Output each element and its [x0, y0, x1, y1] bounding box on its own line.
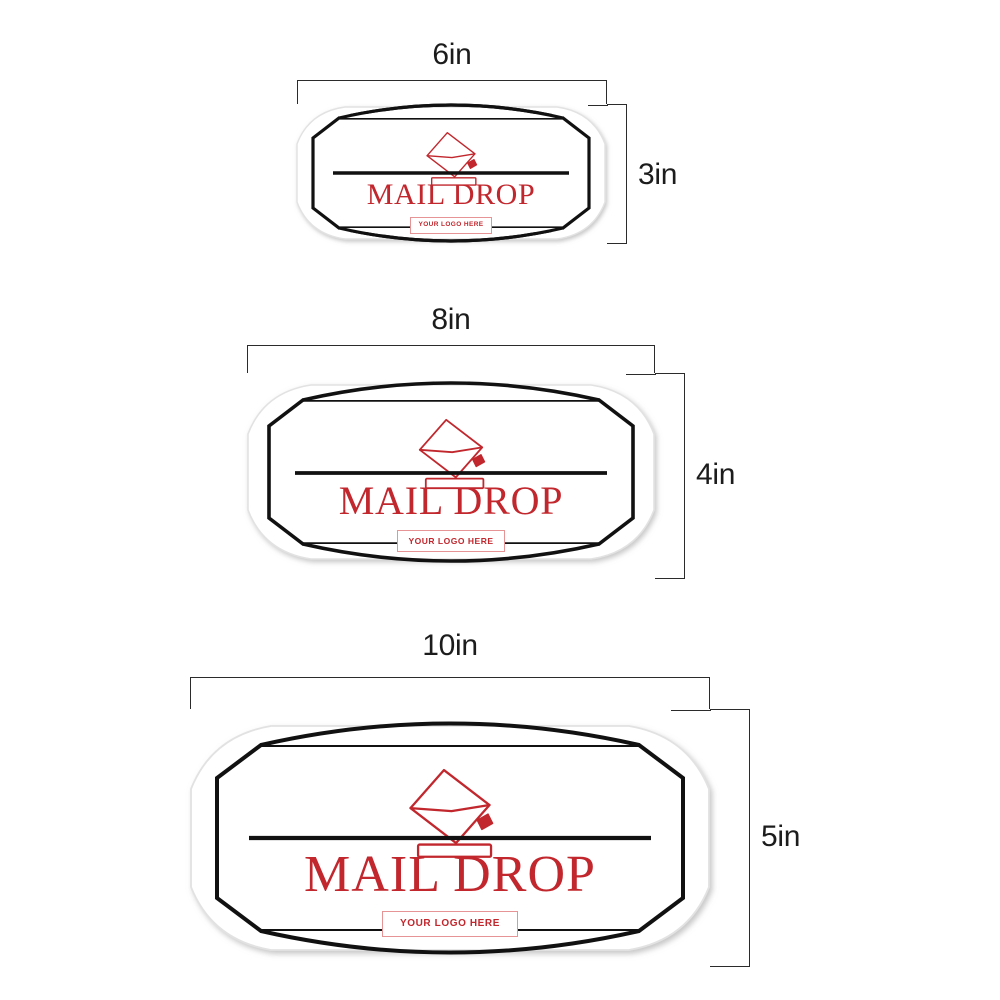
sign-title-medium: MAIL DROP [338, 478, 564, 523]
logo-placeholder-text-small: YOUR LOGO HERE [418, 221, 484, 229]
width-label-small: 6in [432, 38, 472, 71]
width-label-large: 10in [422, 629, 478, 662]
size-group-small: 6in 3in [0, 0, 1000, 300]
sign-title-small: MAIL DROP [366, 178, 536, 211]
plaque-inner-arc-top-medium [302, 381, 600, 402]
logo-placeholder-box-large: YOUR LOGO HERE [382, 911, 518, 937]
logo-placeholder-text-medium: YOUR LOGO HERE [408, 535, 494, 546]
envelope-mail-slot-icon-small [426, 131, 478, 186]
height-label-large: 5in [761, 820, 801, 853]
sign-plaque-medium[interactable]: MAIL DROP YOUR LOGO HERE [243, 368, 659, 576]
plaque-inner-arc-top-large [260, 721, 640, 747]
height-bracket-small [607, 104, 627, 244]
height-bracket-medium [655, 373, 685, 579]
plaque-inner-arc-bottom-large [260, 929, 640, 955]
logo-placeholder-box-medium: YOUR LOGO HERE [397, 530, 505, 552]
logo-placeholder-text-large: YOUR LOGO HERE [399, 918, 501, 929]
plaque-inner-arc-bottom-medium [302, 542, 600, 563]
sign-plaque-large[interactable]: MAIL DROP YOUR LOGO HERE [185, 706, 715, 970]
size-group-medium: 8in 4in MAI [243, 303, 736, 579]
height-label-medium: 4in [696, 458, 736, 491]
width-bracket-medium [247, 345, 656, 375]
width-bracket-small [297, 80, 608, 106]
envelope-mail-slot-icon-large [409, 768, 494, 858]
width-bracket-large [190, 677, 711, 711]
width-label-medium: 8in [431, 303, 471, 336]
height-bracket-large [710, 709, 750, 967]
height-label-small: 3in [638, 158, 678, 191]
envelope-mail-slot-icon-medium [418, 418, 486, 490]
logo-placeholder-box-small: YOUR LOGO HERE [410, 217, 492, 234]
sign-title-large: MAIL DROP [303, 846, 596, 903]
sign-plaque-small[interactable]: MAIL DROP YOUR LOGO HERE [293, 94, 609, 252]
